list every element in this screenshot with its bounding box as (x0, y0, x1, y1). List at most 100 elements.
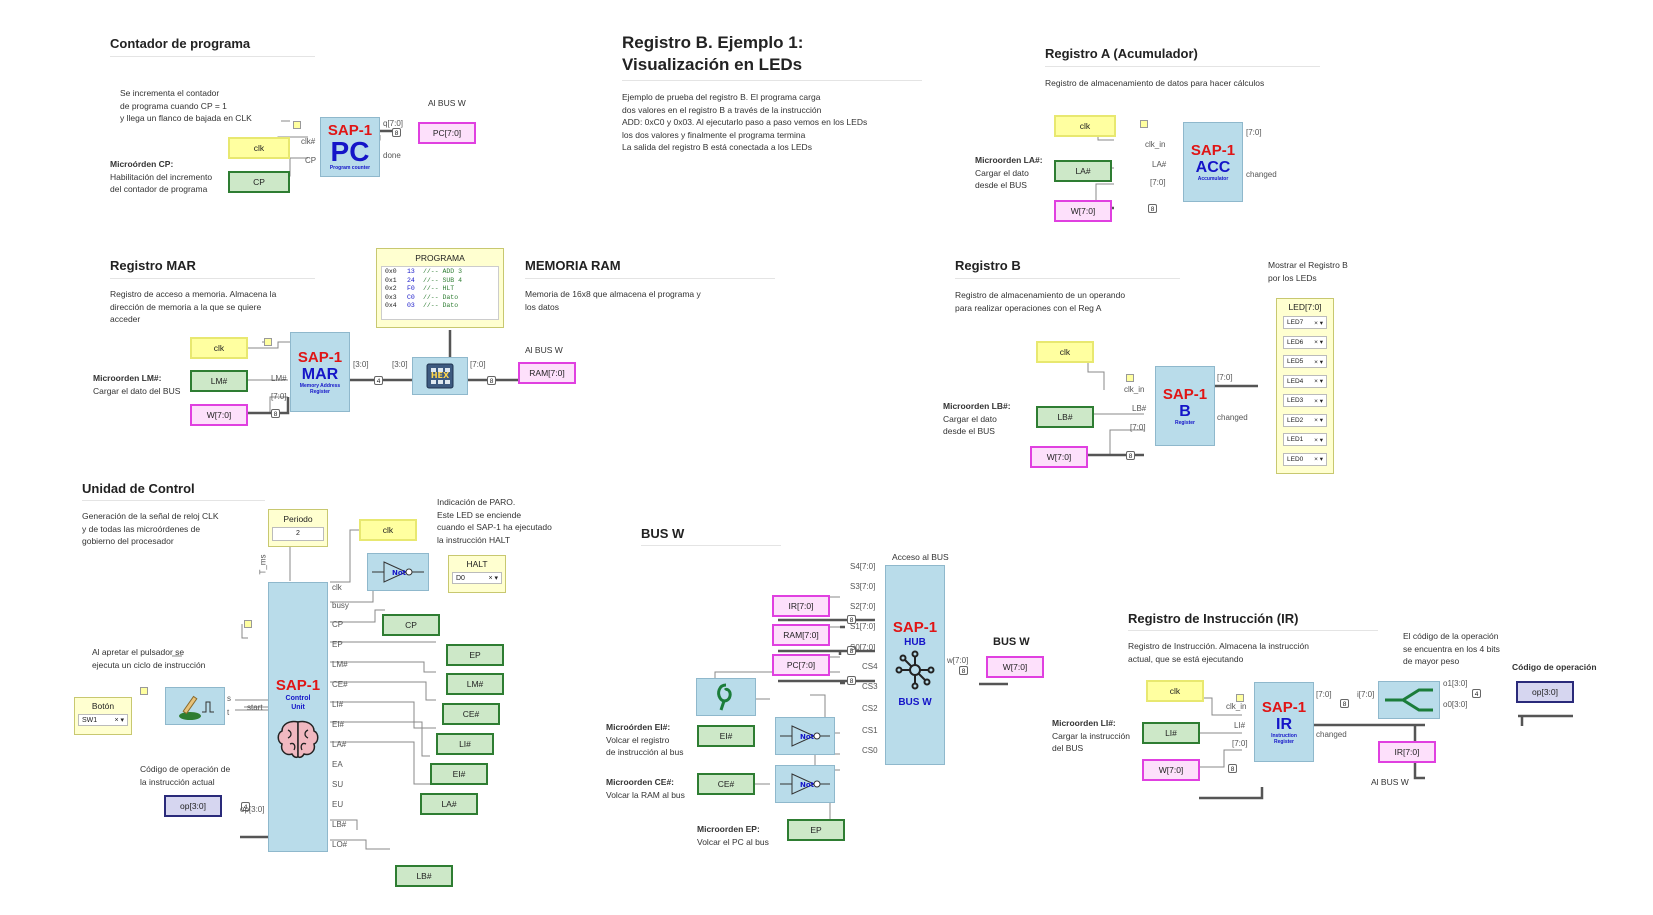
pulse-button-component[interactable] (165, 687, 225, 725)
main-title-line2: Visualización en LEDs (622, 55, 803, 74)
cu-chip-subtitle-1: Control (285, 695, 311, 702)
halt-panel: HALT D0× ▾ (448, 555, 506, 593)
regb-lb-input[interactable]: LB# (1036, 406, 1094, 428)
regb-note-line: desde el BUS (943, 426, 995, 436)
led-clear-icon[interactable]: × ▾ (1314, 397, 1323, 405)
led-select[interactable]: LED7× ▾ (1283, 316, 1327, 329)
acc-clk-input[interactable]: clk (1054, 115, 1116, 137)
ir-section-title: Registro de Instrucción (IR) (1128, 611, 1299, 626)
ir-op-note-line: de mayor peso (1403, 656, 1460, 666)
led-clear-icon[interactable]: × ▾ (1314, 358, 1323, 366)
led-clear-icon[interactable]: × ▾ (1314, 436, 1323, 444)
busw-chip-subtitle: BUS W (898, 697, 932, 708)
busw-ep-note-bold: Microorden EP: (697, 824, 760, 834)
pc-microorder-note: Microórden CP: Habilitación del incremen… (110, 158, 212, 196)
busw-hub-chip[interactable]: SAP-1 HUB BUS W (885, 565, 945, 765)
acc-clk-indicator (1140, 120, 1148, 128)
busw-not-gate-ce[interactable]: Not (775, 765, 835, 803)
led-select[interactable]: LED6× ▾ (1283, 335, 1327, 349)
cu-pin-tms: T_ms (258, 554, 268, 575)
led-clear-icon[interactable]: × ▾ (1314, 456, 1323, 463)
acc-chip-subtitle: Accumulator (1197, 175, 1229, 182)
regb-note-bold: Microorden LB#: (943, 401, 1011, 411)
mar-description: Registro de acceso a memoria. Almacena l… (110, 288, 276, 326)
led-select[interactable]: LED2× ▾ (1283, 413, 1327, 427)
program-row-value: C0 (407, 293, 415, 301)
acc-la-input[interactable]: LA# (1054, 160, 1112, 182)
ir-li-input[interactable]: LI# (1142, 722, 1200, 744)
acc-chip-name: ACC (1195, 158, 1231, 176)
led-select[interactable]: LED1× ▾ (1283, 433, 1327, 446)
led-clear-icon[interactable]: × ▾ (1314, 319, 1323, 327)
pc-chip[interactable]: SAP-1 PC Program counter (320, 117, 380, 177)
acc-description: Registro de almacenamiento de datos para… (1045, 78, 1265, 88)
mar-chip-subtitle-1: Memory Address (299, 382, 341, 389)
halt-led[interactable]: D0× ▾ (452, 572, 502, 584)
cu-chip[interactable]: SAP-1 Control Unit (268, 582, 328, 852)
led-select[interactable]: LED0× ▾ (1283, 452, 1327, 466)
pc-cp-input[interactable]: CP (228, 171, 290, 193)
ram-hex-text: HEX (431, 371, 450, 380)
mar-desc-line: Registro de acceso a memoria. Almacena l… (110, 289, 277, 299)
program-row-comment: //-- Dato (423, 302, 459, 309)
pc-clk-input[interactable]: clk (228, 137, 290, 159)
halt-led-clear-icon[interactable]: × ▾ (488, 575, 498, 582)
busw-ep-input[interactable]: EP (787, 819, 845, 841)
ir-clk-input[interactable]: clk (1146, 680, 1204, 702)
mar-lm-input[interactable]: LM# (190, 370, 248, 392)
acc-section-title: Registro A (Acumulador) (1045, 46, 1198, 61)
led-select[interactable]: LED4× ▾ (1283, 374, 1327, 388)
regb-chip[interactable]: SAP-1 B Register (1155, 366, 1215, 446)
mar-microorder-note: Microorden LM#: Cargar el dato del BUS (93, 372, 180, 397)
cu-clk-indicator (244, 620, 252, 628)
halt-title: HALT (466, 559, 488, 569)
cu-cp-output: CP (382, 614, 440, 636)
regb-leds-note-line: por los LEDs (1268, 272, 1317, 283)
mar-w-input: W[7:0] (190, 404, 248, 426)
boton-indicator (140, 687, 148, 695)
regb-clk-input[interactable]: clk (1036, 341, 1094, 363)
ram-hex-component[interactable]: HEX (412, 357, 468, 395)
busw-ei-input[interactable]: EI# (697, 725, 755, 747)
main-desc-line: ADD: 0xC0 y 0x03. Al ejecutarlo paso a p… (622, 117, 868, 127)
periodo-label: Periodo (283, 514, 313, 524)
busw-ce-note-line: Volcar la RAM al bus (606, 789, 685, 800)
mar-clk-input[interactable]: clk (190, 337, 248, 359)
ir-splitter[interactable] (1378, 681, 1440, 719)
busw-hub-led[interactable] (696, 678, 756, 716)
led-clear-icon[interactable]: × ▾ (1314, 339, 1323, 346)
led-select[interactable]: LED3× ▾ (1283, 394, 1327, 407)
cu-desc-line: y de todas las microórdenes de (82, 523, 201, 534)
boton-clear-icon[interactable]: × ▾ (114, 717, 124, 724)
ir-ir-out-note: Al BUS W (1371, 777, 1409, 787)
pc-desc-line: de programa cuando CP = 1 (120, 100, 227, 111)
boton-select[interactable]: SW1× ▾ (78, 714, 128, 726)
cu-ce-output: CE# (442, 703, 500, 725)
ir-chip[interactable]: SAP-1 IR Instruction Register (1254, 682, 1314, 762)
acc-pin-q: [7:0] (1246, 128, 1262, 137)
led-select[interactable]: LED5 × ▾ (1283, 355, 1327, 368)
led-clear-icon[interactable]: × ▾ (1314, 378, 1323, 385)
program-row-value: 03 (407, 302, 415, 309)
led-label: LED5 (1287, 358, 1304, 365)
mar-chip[interactable]: SAP-1 MAR Memory Address Register (290, 332, 350, 412)
cu-not-gate[interactable]: Not (367, 553, 429, 591)
busw-ce-input[interactable]: CE# (697, 773, 755, 795)
ir-note-bold: Microorden LI#: (1052, 718, 1116, 728)
periodo-value[interactable]: 2 (272, 527, 324, 541)
cu-op-note-line: Código de operación de (140, 764, 231, 774)
acc-chip[interactable]: SAP-1 ACC Accumulator (1183, 122, 1243, 202)
led-clear-icon[interactable]: × ▾ (1314, 417, 1323, 424)
cu-pin-ep: EP (332, 640, 343, 649)
ir-chip-title: SAP-1 (1261, 698, 1307, 716)
program-row-address: 0x3 (385, 293, 397, 301)
ir-pin-o0: o0[3:0] (1443, 700, 1468, 709)
busw-not-gate-ei[interactable]: Not (775, 717, 835, 755)
